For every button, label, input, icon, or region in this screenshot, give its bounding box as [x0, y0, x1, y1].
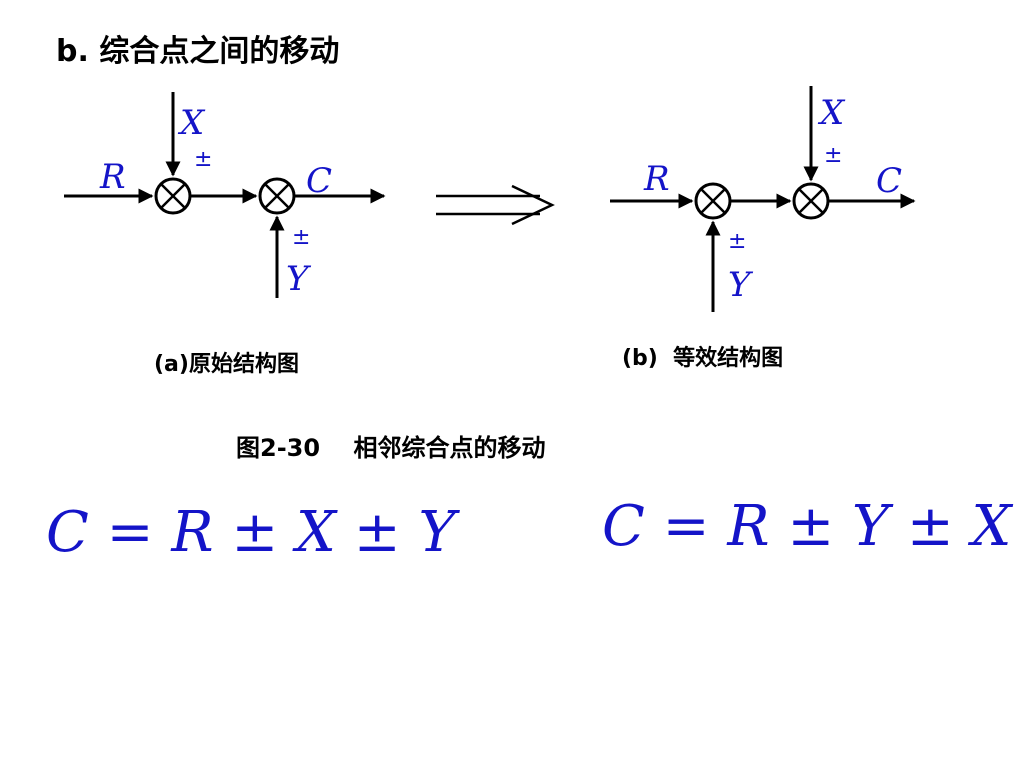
label-Y: Y — [286, 259, 312, 299]
label-C: C — [306, 161, 332, 201]
summing-junction-1 — [154, 177, 192, 215]
sign-plus-minus-bottom: ± — [728, 229, 746, 254]
sign-plus-minus-top: ± — [824, 143, 842, 168]
sign-plus-minus-top: ± — [194, 147, 212, 172]
diagram-b: R X ± C ± Y — [610, 86, 916, 312]
caption-equivalent-diagram: (b) 等效结构图 — [622, 346, 784, 371]
summing-junction-2 — [792, 182, 830, 220]
caption-original-diagram: (a)原始结构图 — [154, 352, 299, 377]
summing-junction-2 — [258, 177, 296, 215]
figure-caption: 图2-30 相邻综合点的移动 — [236, 434, 546, 462]
sign-plus-minus-bottom: ± — [292, 225, 310, 250]
equation-original: C = R ± X ± Y — [46, 500, 456, 565]
implies-arrow — [436, 184, 555, 226]
label-X: X — [817, 93, 846, 133]
diagram-a: R X ± C ± Y — [64, 92, 386, 299]
label-C: C — [876, 161, 902, 201]
summing-junction-1 — [694, 182, 732, 220]
label-R: R — [643, 159, 670, 199]
label-X: X — [177, 103, 206, 143]
equation-equivalent: C = R ± Y ± X — [602, 494, 1012, 559]
label-R: R — [99, 157, 126, 197]
label-Y: Y — [728, 265, 754, 305]
slide-heading: b. 综合点之间的移动 — [56, 34, 340, 69]
